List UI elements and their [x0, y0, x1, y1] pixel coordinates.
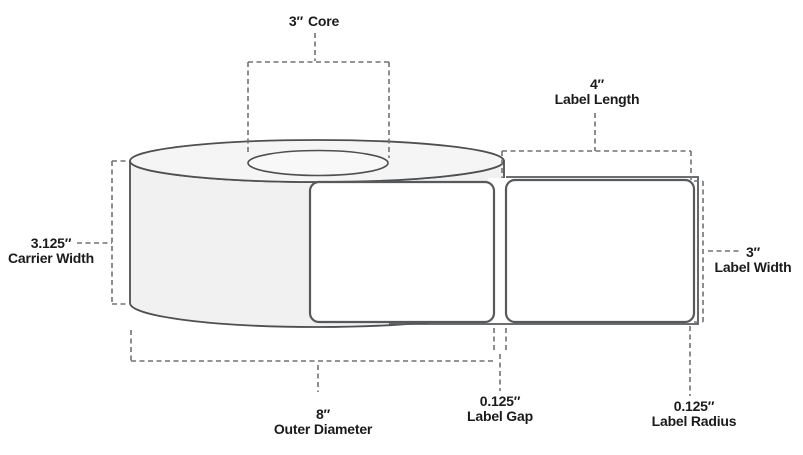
- label-width-value: 3″: [745, 244, 761, 260]
- label-radius-value: 0.125″: [673, 398, 715, 414]
- label-length-value: 4″: [589, 76, 605, 92]
- label-width-guides: [694, 180, 741, 323]
- outer-diameter-label: Outer Diameter: [273, 421, 373, 437]
- annotation-carrier-width: 3.125″ Carrier Width: [8, 236, 94, 266]
- label-gap-value: 0.125″: [479, 393, 521, 409]
- outer-diameter-guides: [130, 330, 494, 392]
- carrier-width-value: 3.125″: [30, 235, 72, 251]
- label-width-label: Label Width: [714, 259, 792, 275]
- annotation-label-width: 3″ Label Width: [714, 245, 791, 275]
- carrier-width-guides: [77, 160, 129, 305]
- label-gap-label: Label Gap: [467, 408, 533, 424]
- annotation-label-length: 4″ Label Length: [555, 77, 640, 107]
- label-length-label: Label Length: [554, 91, 640, 107]
- label-length-guides: [501, 113, 692, 180]
- annotation-label-radius: 0.125″ Label Radius: [652, 399, 737, 429]
- liner-outline: [389, 176, 699, 325]
- label-gap-guides: [493, 328, 507, 391]
- core-guides: [247, 33, 390, 158]
- roll-core-hole: [247, 149, 389, 177]
- dimension-guides: [77, 33, 741, 396]
- annotation-core: 3″ Core: [289, 13, 339, 29]
- core-value: 3″: [288, 13, 303, 29]
- label-radius-label: Label Radius: [651, 413, 737, 429]
- label-on-roll: [308, 180, 496, 324]
- annotation-outer-diameter: 8″ Outer Diameter: [273, 406, 373, 437]
- annotation-label-gap: 0.125″ Label Gap: [467, 394, 533, 424]
- core-label: Core: [307, 13, 340, 29]
- label-unwound: [504, 178, 696, 324]
- carrier-width-label: Carrier Width: [8, 250, 94, 266]
- outer-diameter-value: 8″: [315, 406, 331, 422]
